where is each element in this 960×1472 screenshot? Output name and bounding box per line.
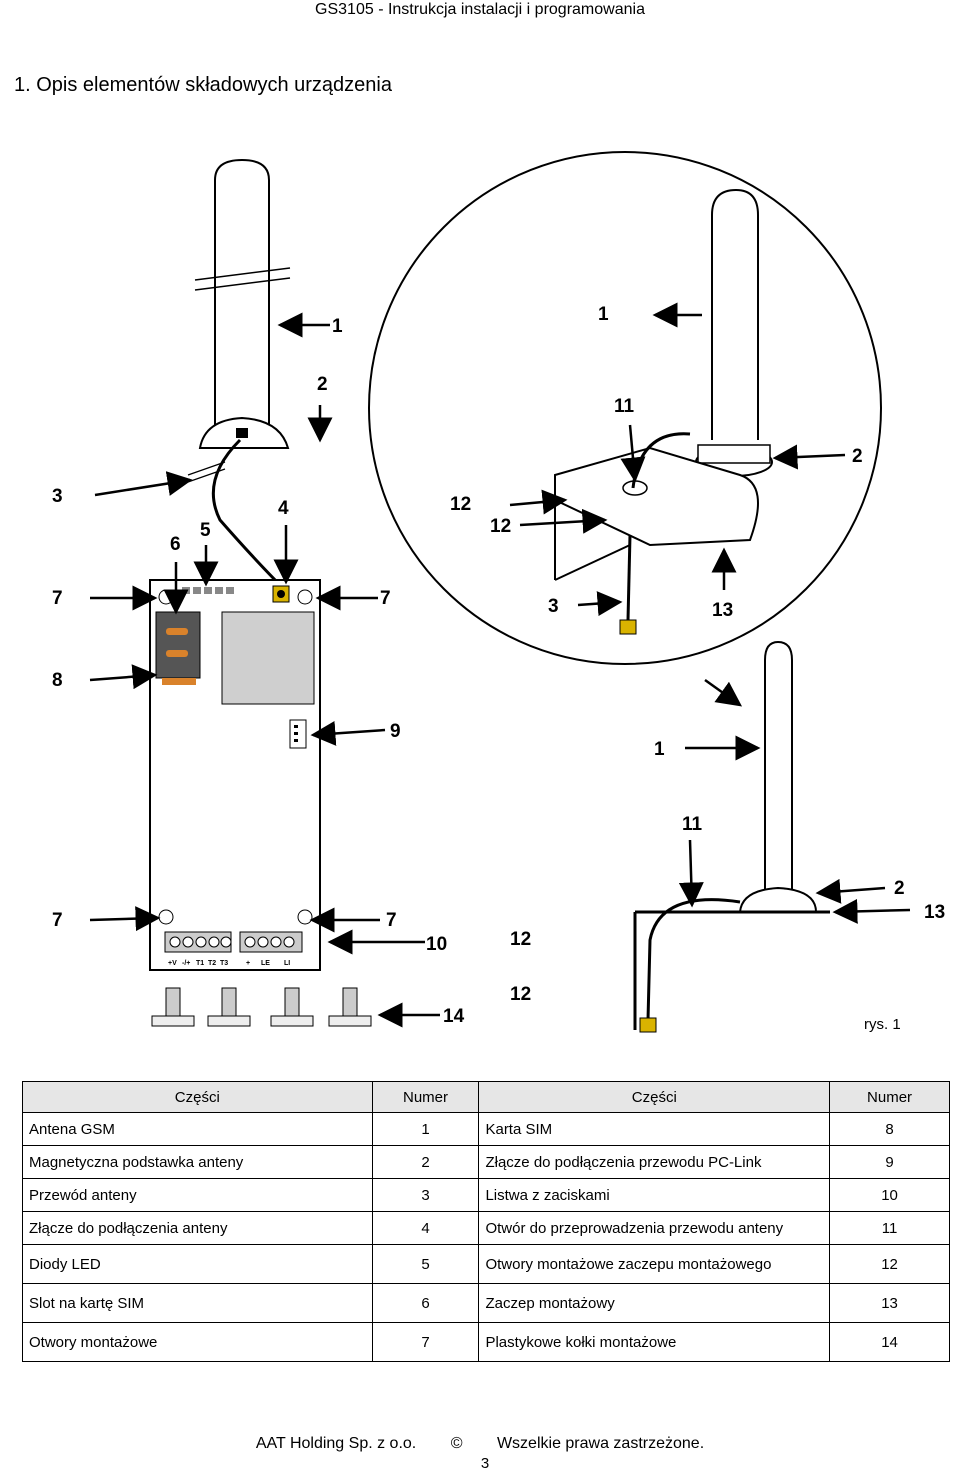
part-name: Przewód anteny [22, 1178, 373, 1212]
svg-text:7: 7 [52, 910, 63, 931]
part-number: 13 [829, 1283, 950, 1323]
svg-text:1: 1 [654, 739, 665, 760]
gsm-module [221, 611, 315, 705]
footer-company: AAT Holding Sp. z o.o. [255, 1435, 417, 1452]
svg-text:4: 4 [278, 498, 289, 519]
part-name: Otwór do przeprowadzenia przewodu anteny [478, 1211, 831, 1245]
antenna-gsm [194, 158, 291, 440]
part-number: 2 [371, 1145, 480, 1179]
device-diagram: +V -/+ T1 T2 T3 + LE LI [52, 151, 945, 1033]
section-title: 1. Opis elementów składowych urządzenia [14, 74, 392, 96]
pc-link-connector [289, 719, 307, 749]
part-name: Złącze do podłączenia anteny [22, 1211, 373, 1245]
column-header: Części [22, 1081, 373, 1113]
svg-text:T3: T3 [220, 960, 228, 967]
table-row: Magnetyczna podstawka anteny 2 Złącze do… [22, 1145, 950, 1179]
svg-text:+: + [246, 960, 250, 967]
svg-text:LI: LI [284, 960, 290, 967]
svg-text:11: 11 [614, 396, 635, 417]
svg-text:7: 7 [386, 910, 397, 931]
svg-text:7: 7 [52, 588, 63, 609]
svg-text:1: 1 [598, 304, 609, 325]
sim-slot [155, 611, 201, 685]
page-header: GS3105 - Instrukcja instalacji i program… [315, 1, 645, 18]
part-number: 11 [829, 1211, 950, 1245]
part-number: 8 [829, 1112, 950, 1146]
part-name: Diody LED [22, 1244, 373, 1284]
part-name: Plastykowe kołki montażowe [478, 1322, 831, 1362]
side-view [633, 640, 830, 1033]
page-footer: AAT Holding Sp. z o.o. © Wszelkie prawa … [0, 1434, 960, 1454]
figure-caption: rys. 1 [864, 1016, 901, 1033]
part-number: 12 [829, 1244, 950, 1284]
parts-table: Części Numer Części Numer Antena GSM 1 K… [22, 1081, 950, 1362]
svg-text:1: 1 [332, 316, 343, 337]
svg-text:14: 14 [443, 1006, 465, 1027]
svg-text:2: 2 [852, 446, 863, 467]
part-name: Karta SIM [478, 1112, 831, 1146]
part-name: Antena GSM [22, 1112, 373, 1146]
part-number: 9 [829, 1145, 950, 1179]
callout-labels: 1 2 3 4 5 6 7 7 8 9 7 7 10 14 1 11 2 12 … [52, 304, 945, 1027]
svg-text:12: 12 [490, 516, 511, 537]
page-number: 3 [480, 1455, 490, 1472]
part-number: 10 [829, 1178, 950, 1212]
terminal-strip: +V -/+ T1 T2 T3 + LE LI [164, 931, 303, 967]
svg-text:LE: LE [261, 960, 270, 967]
table-row: Przewód anteny 3 Listwa z zaciskami 10 [22, 1178, 950, 1212]
part-name: Listwa z zaciskami [478, 1178, 831, 1212]
svg-text:9: 9 [390, 721, 401, 742]
pcb-board: +V -/+ T1 T2 T3 + LE LI [149, 579, 321, 971]
svg-text:12: 12 [510, 929, 531, 950]
svg-text:T2: T2 [208, 960, 216, 967]
antenna-cable [211, 438, 287, 592]
part-number: 4 [371, 1211, 480, 1245]
part-number: 1 [371, 1112, 480, 1146]
svg-text:6: 6 [170, 534, 181, 555]
magnetic-antenna-base [198, 416, 290, 449]
part-name: Slot na kartę SIM [22, 1283, 373, 1323]
led-diodes [182, 587, 234, 594]
svg-text:3: 3 [52, 486, 63, 507]
svg-text:12: 12 [450, 494, 471, 515]
part-number: 6 [371, 1283, 480, 1323]
plastic-mounting-pegs [151, 987, 372, 1027]
svg-text:11: 11 [682, 814, 703, 835]
table-row: Antena GSM 1 Karta SIM 8 [22, 1112, 950, 1146]
svg-text:5: 5 [200, 520, 211, 541]
svg-text:13: 13 [924, 902, 945, 923]
svg-text:12: 12 [510, 984, 531, 1005]
part-name: Złącze do podłączenia przewodu PC-Link [478, 1145, 831, 1179]
part-name: Otwory montażowe [22, 1322, 373, 1362]
svg-text:13: 13 [712, 600, 733, 621]
svg-text:10: 10 [426, 934, 447, 955]
svg-text:2: 2 [894, 878, 905, 899]
table-header-row: Części Numer Części Numer [22, 1081, 950, 1113]
svg-text:+V: +V [168, 960, 177, 967]
table-row: Diody LED 5 Otwory montażowe zaczepu mon… [22, 1244, 950, 1284]
copyright-icon: © [450, 1435, 463, 1452]
part-number: 5 [371, 1244, 480, 1284]
svg-text:T1: T1 [196, 960, 204, 967]
column-header: Części [478, 1081, 831, 1113]
part-number: 3 [371, 1178, 480, 1212]
svg-text:8: 8 [52, 670, 63, 691]
column-header: Numer [829, 1081, 950, 1113]
column-header: Numer [371, 1081, 480, 1113]
svg-text:-/+: -/+ [182, 960, 190, 967]
part-name: Zaczep montażowy [478, 1283, 831, 1323]
part-number: 7 [371, 1322, 480, 1362]
table-row: Złącze do podłączenia anteny 4 Otwór do … [22, 1211, 950, 1245]
part-number: 14 [829, 1322, 950, 1362]
footer-rights: Wszelkie prawa zastrzeżone. [496, 1435, 705, 1452]
part-name: Magnetyczna podstawka anteny [22, 1145, 373, 1179]
callout-arrows [89, 302, 911, 1028]
table-row: Otwory montażowe 7 Plastykowe kołki mont… [22, 1322, 950, 1362]
detail-antenna [695, 188, 773, 477]
svg-text:7: 7 [380, 588, 391, 609]
table-row: Slot na kartę SIM 6 Zaczep montażowy 13 [22, 1283, 950, 1323]
svg-text:3: 3 [548, 596, 559, 617]
svg-text:2: 2 [317, 374, 328, 395]
part-name: Otwory montażowe zaczepu montażowego [478, 1244, 831, 1284]
